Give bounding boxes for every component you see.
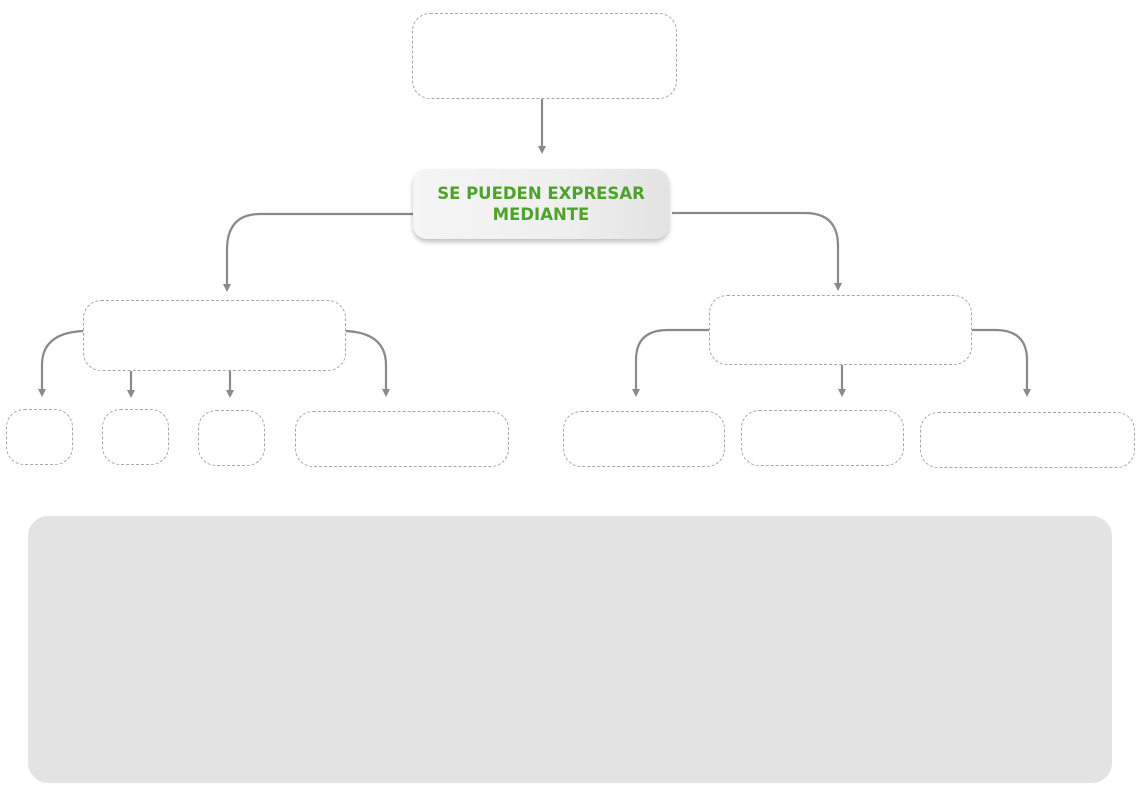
right-branch-box[interactable] xyxy=(709,295,972,365)
center-node-label: SE PUEDEN EXPRESAR MEDIANTE xyxy=(437,184,645,224)
arrow-center-to-right xyxy=(672,211,842,291)
arrow-right-1 xyxy=(632,328,709,397)
arrow-left-4 xyxy=(345,329,390,397)
left-leaf-box-4[interactable] xyxy=(295,411,509,467)
left-branch-box[interactable] xyxy=(83,300,346,371)
left-leaf-box-1[interactable] xyxy=(6,409,73,465)
center-node: SE PUEDEN EXPRESAR MEDIANTE xyxy=(413,169,669,239)
left-leaf-box-2[interactable] xyxy=(102,409,169,465)
right-leaf-box-1[interactable] xyxy=(563,411,725,467)
right-leaf-box-2[interactable] xyxy=(741,410,904,466)
left-leaf-box-3[interactable] xyxy=(198,410,265,466)
top-node-box[interactable] xyxy=(412,13,677,99)
arrow-right-3 xyxy=(972,328,1031,397)
notes-panel xyxy=(28,516,1112,783)
arrow-left-1 xyxy=(38,329,84,397)
arrow-center-to-left xyxy=(223,212,413,292)
right-leaf-box-3[interactable] xyxy=(920,412,1135,468)
